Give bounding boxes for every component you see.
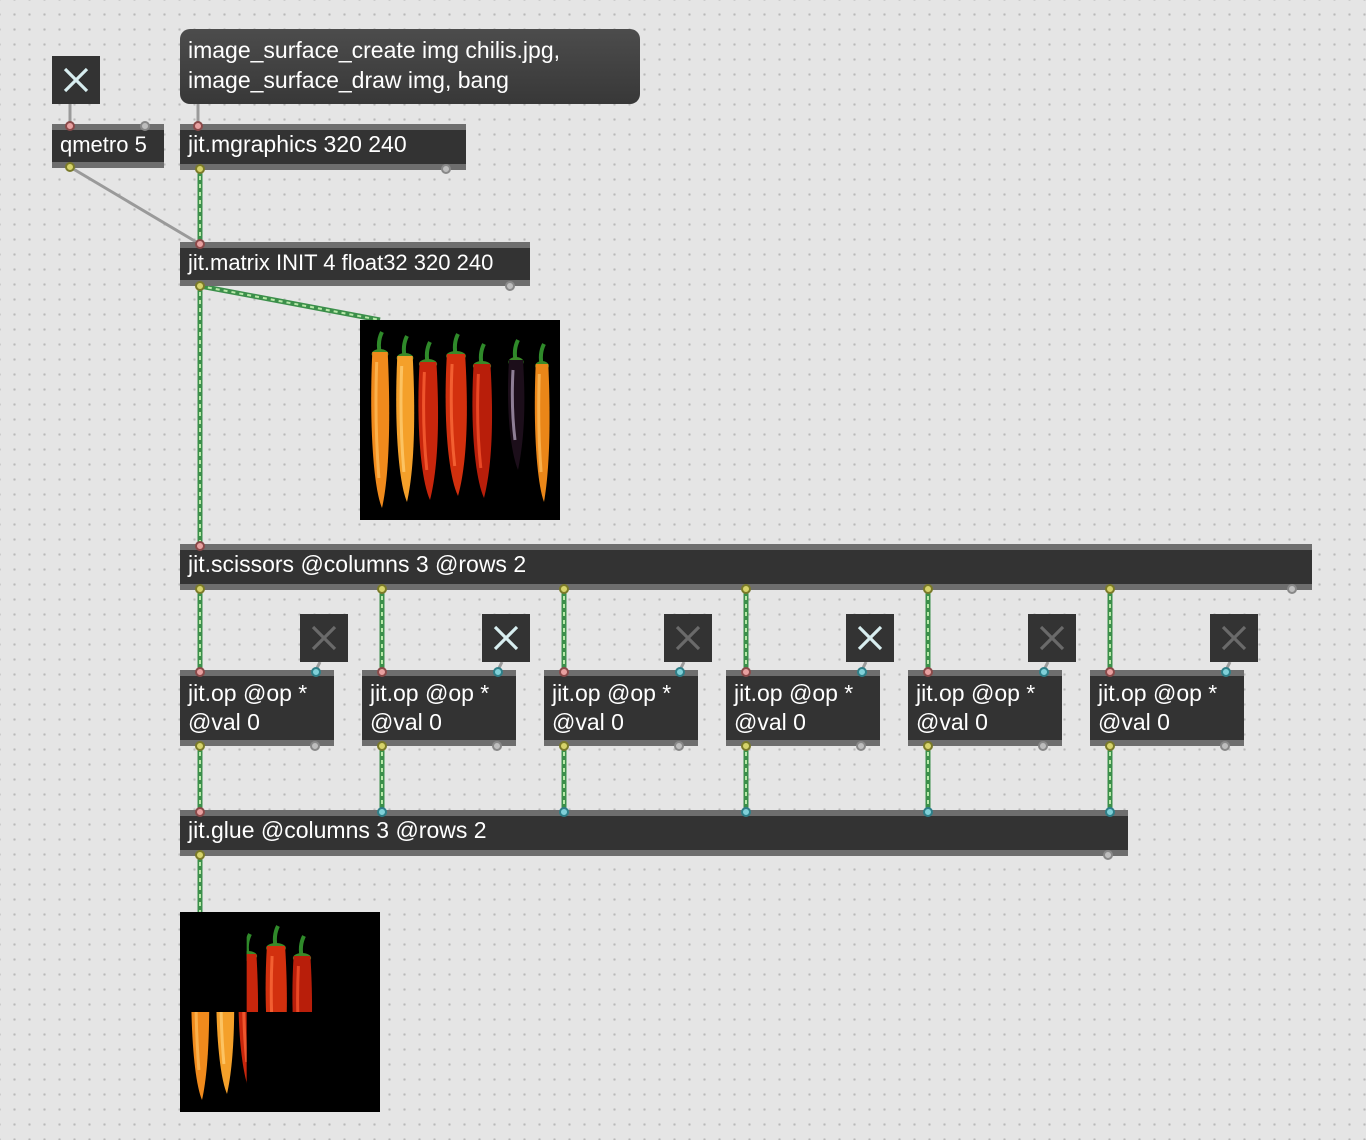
chili-pepper — [371, 331, 390, 508]
jit-scissors-object[interactable]: jit.scissors @columns 3 @rows 2 — [180, 544, 1312, 590]
chili-pepper — [328, 932, 344, 1062]
jit-scissors-label: jit.scissors @columns 3 @rows 2 — [188, 551, 527, 577]
qmetro-object[interactable]: qmetro 5 — [52, 124, 164, 168]
jit-op-label-line2: @val 0 — [552, 709, 624, 735]
jit-op-object-5[interactable]: jit.op @op * @val 0 — [908, 670, 1062, 746]
message-line-1: image_surface_create img chilis.jpg, — [188, 37, 561, 63]
op-toggle-2[interactable] — [482, 614, 530, 662]
chili-pepper — [355, 936, 370, 1094]
jit-op-label-line1: jit.op @op * — [552, 680, 672, 706]
op-toggle-6[interactable] — [1210, 614, 1258, 662]
x-icon — [857, 625, 883, 651]
jit-op-label-line2: @val 0 — [1098, 709, 1170, 735]
x-icon — [63, 67, 89, 93]
op-toggle-3[interactable] — [664, 614, 712, 662]
jit-op-label-line1: jit.op @op * — [916, 680, 1036, 706]
jit-op-label-line1: jit.op @op * — [734, 680, 854, 706]
cord-toggle-to-op-4 — [860, 661, 868, 671]
cord-toggle-to-op-6 — [1224, 661, 1232, 671]
x-icon — [1221, 625, 1247, 651]
jit-op-object-4[interactable]: jit.op @op * @val 0 — [726, 670, 880, 746]
x-icon — [1039, 625, 1065, 651]
output-image-display — [180, 912, 380, 1112]
jit-glue-object[interactable]: jit.glue @columns 3 @rows 2 — [180, 810, 1128, 856]
image-surface-message[interactable]: image_surface_create img chilis.jpg, ima… — [180, 29, 640, 104]
jit-mgraphics-label: jit.mgraphics 320 240 — [188, 131, 407, 157]
jit-op-label-line2: @val 0 — [188, 709, 260, 735]
jit-op-object-2[interactable]: jit.op @op * @val 0 — [362, 670, 516, 746]
cord-toggle-to-op-1 — [314, 661, 322, 671]
op-toggle-1[interactable] — [300, 614, 348, 662]
jit-op-label-line2: @val 0 — [370, 709, 442, 735]
op-toggle-4[interactable] — [846, 614, 894, 662]
chili-pepper — [508, 339, 525, 470]
message-line-2: image_surface_draw img, bang — [188, 67, 509, 93]
x-icon — [493, 625, 519, 651]
jit-op-object-3[interactable]: jit.op @op * @val 0 — [544, 670, 698, 746]
cord-toggle-to-op-2 — [496, 661, 504, 671]
chili-pepper — [472, 343, 493, 498]
jit-op-label-line2: @val 0 — [916, 709, 988, 735]
jit-op-label-line1: jit.op @op * — [370, 680, 490, 706]
chili-pepper — [292, 935, 313, 1090]
chili-pepper — [191, 923, 210, 1100]
chili-pepper — [216, 927, 235, 1094]
glued-chili-tiles-image — [191, 923, 370, 1100]
cord-qmetro-to-matrix — [69, 165, 199, 245]
jit-op-label-line1: jit.op @op * — [1098, 680, 1218, 706]
jit-op-label-line1: jit.op @op * — [188, 680, 308, 706]
x-icon — [311, 625, 337, 651]
op-toggle-5[interactable] — [1028, 614, 1076, 662]
jit-op-object-6[interactable]: jit.op @op * @val 0 — [1090, 670, 1244, 746]
cord-toggle-to-op-5 — [1042, 661, 1050, 671]
metro-toggle[interactable] — [52, 56, 100, 104]
jit-op-object-1[interactable]: jit.op @op * @val 0 — [180, 670, 334, 746]
source-image-display — [360, 320, 560, 520]
jit-glue-label: jit.glue @columns 3 @rows 2 — [188, 817, 487, 843]
chili-peppers-image — [371, 331, 550, 508]
x-icon — [675, 625, 701, 651]
jit-mgraphics-object[interactable]: jit.mgraphics 320 240 — [180, 124, 466, 170]
jit-matrix-label: jit.matrix INIT 4 float32 320 240 — [188, 250, 494, 275]
jit-matrix-object[interactable]: jit.matrix INIT 4 float32 320 240 — [180, 242, 530, 286]
chili-pepper — [445, 333, 467, 496]
chili-pepper — [265, 925, 287, 1088]
qmetro-label: qmetro 5 — [60, 132, 147, 157]
cord-matrix-to-pwindow — [199, 283, 381, 323]
chili-pepper — [396, 335, 415, 502]
jit-op-label-line2: @val 0 — [734, 709, 806, 735]
chili-pepper — [534, 343, 550, 502]
cord-toggle-to-op-3 — [678, 661, 686, 671]
chili-pepper — [418, 341, 439, 500]
chili-pepper — [238, 933, 259, 1092]
